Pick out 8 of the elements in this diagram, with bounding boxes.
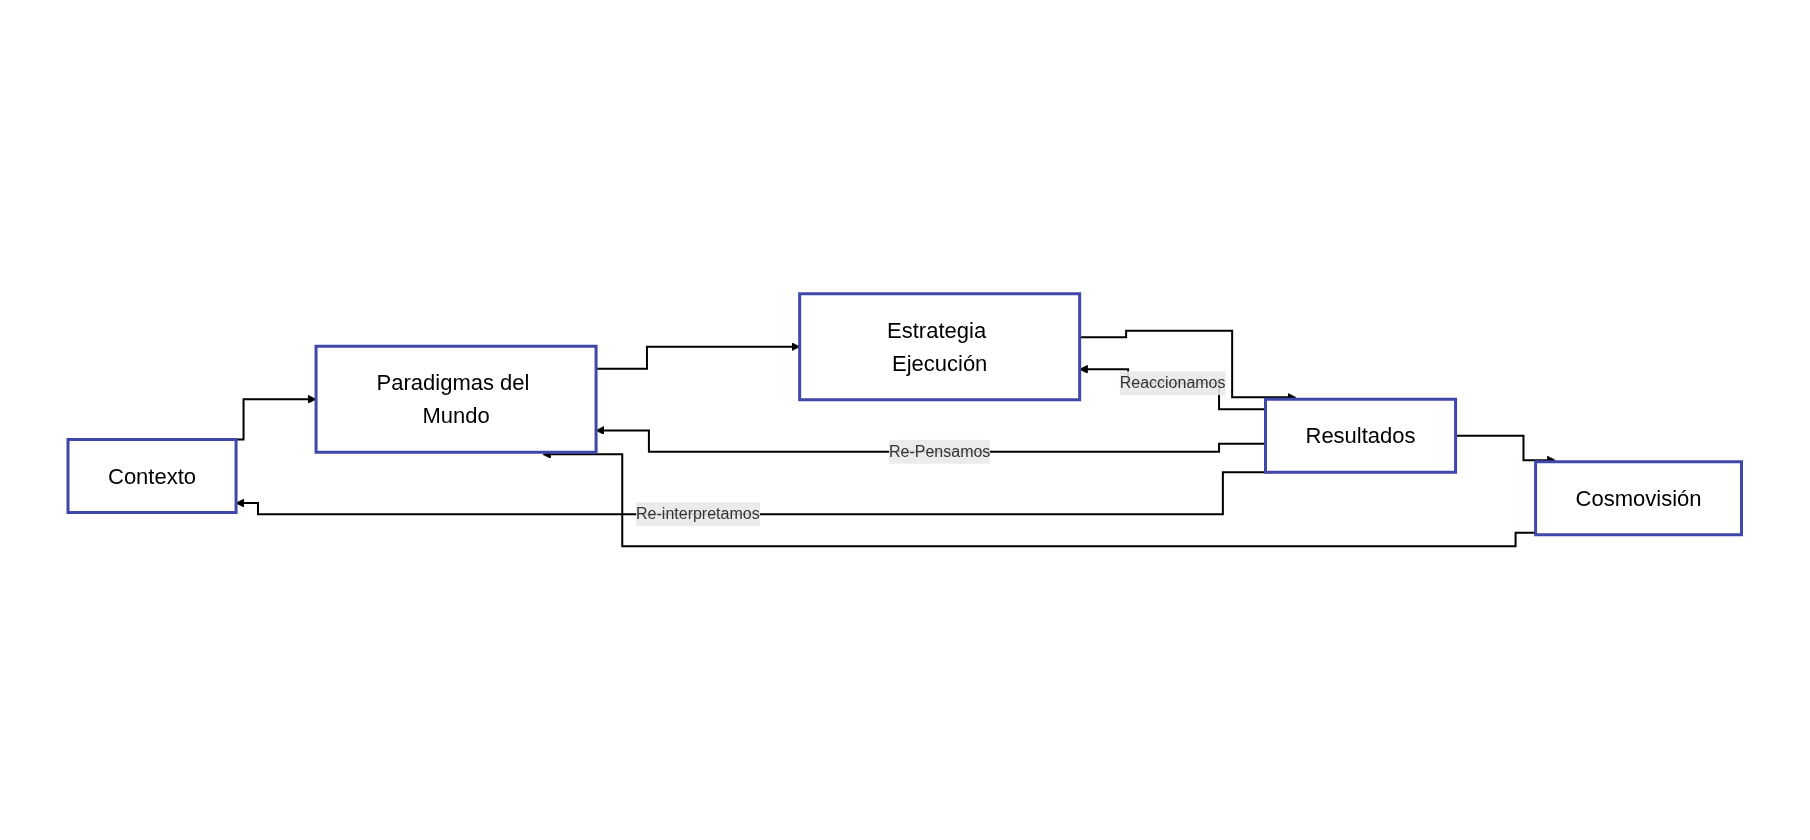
edge-label: Reaccionamos (1119, 374, 1226, 392)
node-box: Resultados (1264, 397, 1458, 474)
node-box: Paradigmas del Mundo (314, 344, 598, 454)
edge-label: Re-Pensamos (889, 442, 991, 460)
node-box: Contexto (66, 438, 238, 514)
node-box: Cosmovisión (1534, 460, 1744, 537)
node-box: Estrategia Ejecución (798, 292, 1082, 402)
edge-label: Re-interpretamos (636, 505, 760, 523)
